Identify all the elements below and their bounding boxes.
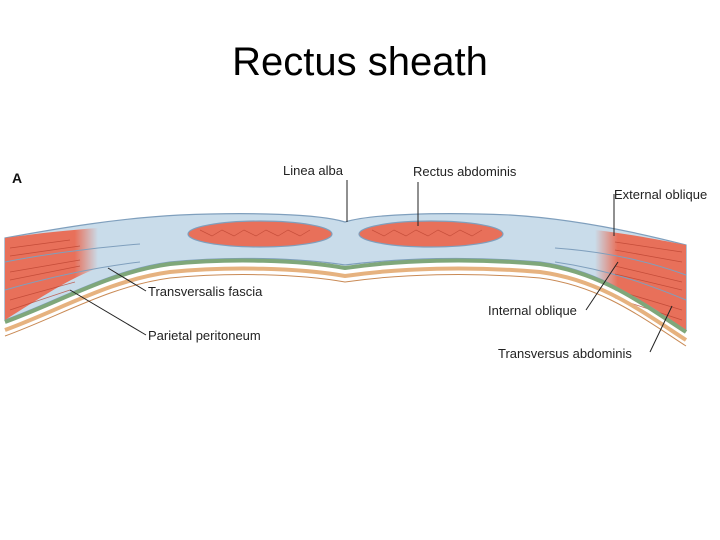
leader-transversus-abdominis — [649, 305, 673, 353]
lateral-layer-lines — [4, 243, 687, 301]
label-transversus-abdominis: Transversus abdominis — [498, 346, 632, 361]
panel-letter: A — [12, 170, 22, 186]
parietal-peritoneum — [4, 266, 688, 342]
slide-title: Rectus sheath — [232, 40, 488, 84]
peritoneum-edge — [4, 274, 687, 347]
label-transversalis-fascia: Transversalis fascia — [148, 284, 263, 299]
label-external-oblique: External oblique — [614, 187, 707, 202]
rectus-fibers — [199, 229, 483, 237]
leader-lines — [69, 180, 673, 353]
leader-internal-oblique — [585, 261, 619, 311]
label-linea-alba: Linea alba — [283, 163, 344, 178]
leader-parietal-peritoneum — [69, 289, 147, 336]
label-rectus-abdominis: Rectus abdominis — [413, 164, 517, 179]
label-internal-oblique: Internal oblique — [488, 303, 577, 318]
transversalis-fascia — [4, 258, 688, 334]
label-parietal-peritoneum: Parietal peritoneum — [148, 328, 261, 343]
leader-transversalis-fascia — [107, 267, 147, 292]
muscle-fibers-left — [9, 239, 81, 311]
